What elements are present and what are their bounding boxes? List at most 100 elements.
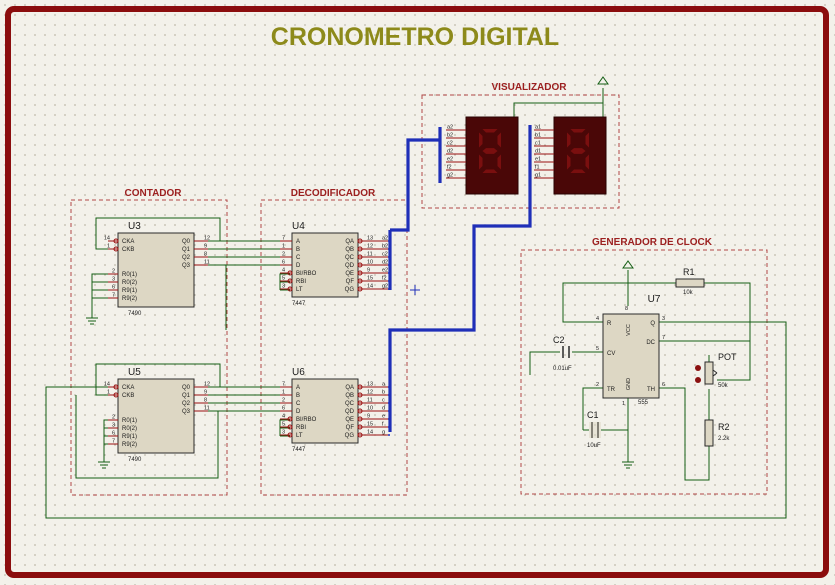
resistor-body[interactable] — [675, 278, 705, 288]
net-label: a1 — [535, 125, 541, 131]
capacitor-c1[interactable]: C1 10uF — [587, 410, 601, 449]
pin-number: 6 — [112, 431, 115, 437]
net-label: e1 — [535, 157, 541, 163]
chip-body[interactable] — [117, 378, 195, 454]
pin-name: QG — [345, 287, 355, 293]
pin-name: CKB — [122, 393, 134, 399]
pin-number: 12 — [204, 236, 210, 242]
net-label: a2 — [382, 236, 388, 242]
resistor-r1[interactable]: R1 10k — [675, 267, 705, 296]
segment — [482, 169, 498, 173]
net-label: c2 — [382, 252, 388, 258]
potentiometer[interactable]: POT 50k — [695, 352, 737, 389]
net-label: d1 — [535, 149, 541, 155]
resistor-r2[interactable]: R2 2.2k — [704, 419, 730, 447]
pin-name: QB — [345, 393, 354, 399]
pin-name: QA — [345, 385, 354, 391]
component-ref: C2 — [553, 335, 565, 345]
inverter-bubble-icon — [287, 424, 293, 430]
pin-number: 6 — [282, 260, 285, 266]
inverter-bubble-icon — [287, 270, 293, 276]
inverter-bubble-icon — [357, 384, 363, 390]
component-ref: C1 — [587, 410, 599, 420]
pin-number: 2 — [282, 252, 285, 258]
pin-number: 1 — [282, 390, 285, 396]
pin-number: 4 — [282, 268, 285, 274]
pin-name: R9(1) — [122, 434, 137, 440]
component-ref: R2 — [718, 422, 730, 432]
pin-name: Q2 — [182, 401, 191, 407]
net-label: a — [382, 382, 386, 388]
segment — [479, 154, 483, 170]
display-body[interactable] — [465, 116, 519, 195]
pin-number: 10 — [367, 406, 373, 412]
pin-number: 9 — [204, 390, 207, 396]
pin-name: QD — [345, 263, 355, 269]
segment — [479, 132, 483, 148]
pin-name: D — [296, 409, 301, 415]
counter-chip[interactable]: U37490CKA14CKB1R0(1)2R0(2)3R9(1)6R9(2)7Q… — [104, 221, 210, 317]
section-label: VISUALIZADOR — [492, 82, 568, 93]
pin-name: Q1 — [182, 393, 191, 399]
pot-control-dot[interactable] — [695, 365, 701, 371]
section-generador: GENERADOR DE CLOCK — [520, 237, 768, 495]
inverter-bubble-icon — [357, 278, 363, 284]
pin-number: 3 — [282, 430, 285, 436]
pot-control-dot[interactable] — [695, 377, 701, 383]
pin-number: 2 — [112, 269, 115, 275]
chips: U37490CKA14CKB1R0(1)2R0(2)3R9(1)6R9(2)7Q… — [104, 221, 388, 463]
pin-number: 14 — [104, 236, 110, 242]
pin-name: QA — [345, 239, 354, 245]
capacitor-c2[interactable]: C2 0.01uF — [553, 335, 572, 372]
pin-name: D — [296, 263, 301, 269]
pin-number: 9 — [204, 244, 207, 250]
net-label: g2 — [447, 173, 453, 179]
timer-555[interactable]: U7 555 R 4 CV 5 TR 2 Q 3 DC 7 TH 6 VCC 8… — [596, 294, 665, 407]
pin-number: 10 — [367, 260, 373, 266]
timer-body[interactable] — [602, 313, 660, 399]
inverter-bubble-icon — [357, 246, 363, 252]
pot-body[interactable] — [704, 361, 714, 385]
net-label: b2 — [382, 244, 388, 250]
pin-name: R0(1) — [122, 418, 137, 424]
pin-number: 9 — [367, 414, 370, 420]
pin-name: C — [296, 401, 301, 407]
timer-pin-num: 1 — [622, 401, 625, 407]
pin-name: R0(2) — [122, 280, 137, 286]
net-label: a2 — [447, 125, 453, 131]
net-label: e2 — [447, 157, 453, 163]
inverter-bubble-icon — [357, 392, 363, 398]
pin-name: R0(1) — [122, 272, 137, 278]
pin-name: C — [296, 255, 301, 261]
inverter-bubble-icon — [357, 270, 363, 276]
crosshair-cursor-icon — [410, 285, 420, 295]
counter-chip[interactable]: U57490CKA14CKB1R0(1)2R0(2)3R9(1)6R9(2)7Q… — [104, 367, 210, 463]
clock-bubble-icon — [113, 246, 119, 252]
net-label: c2 — [447, 141, 453, 147]
capacitor-hit[interactable] — [589, 422, 601, 438]
display-body[interactable] — [553, 116, 607, 195]
chip-body[interactable] — [117, 232, 195, 308]
segment — [482, 129, 498, 133]
chip-part: 7447 — [292, 301, 306, 307]
inverter-bubble-icon — [357, 424, 363, 430]
page-title: CRONOMETRO DIGITAL — [271, 23, 559, 51]
pin-name: QD — [345, 409, 355, 415]
pin-number: 3 — [112, 277, 115, 283]
clock-bubble-icon — [113, 384, 119, 390]
pin-name: CKA — [122, 239, 134, 245]
net-label: f1 — [535, 165, 540, 171]
net-label: e — [382, 414, 385, 420]
pin-name: Q0 — [182, 239, 191, 245]
section-label: GENERADOR DE CLOCK — [592, 237, 713, 248]
chip-part: 7490 — [128, 311, 142, 317]
pin-name: R0(2) — [122, 426, 137, 432]
resistor-body[interactable] — [704, 419, 714, 447]
inverter-bubble-icon — [357, 416, 363, 422]
pin-number: 8 — [204, 252, 207, 258]
